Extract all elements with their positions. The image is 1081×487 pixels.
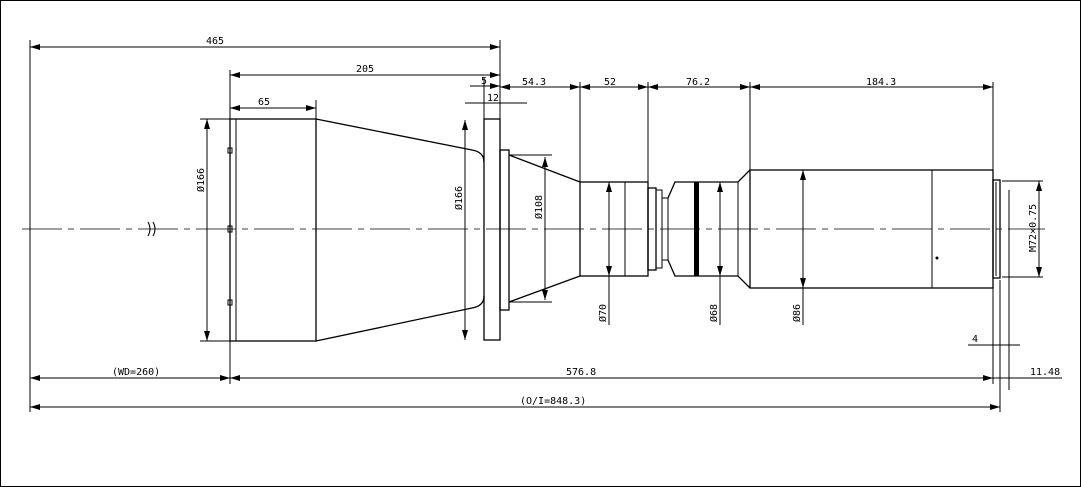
dim-11-48: 11.48 bbox=[1030, 367, 1060, 378]
dim-465: 465 bbox=[206, 36, 224, 47]
dimension-labels: 465 205 65 5 12 54.3 52 76.2 184.3 Ø166 … bbox=[112, 36, 1060, 407]
dim-54-3: 54.3 bbox=[522, 77, 546, 88]
dim-184-3: 184.3 bbox=[866, 77, 896, 88]
dim-cone-diameter: Ø108 bbox=[533, 195, 545, 219]
dim-barrel-diameter: Ø70 bbox=[597, 304, 609, 322]
dim-mid-diameter: Ø68 bbox=[708, 304, 720, 322]
dim-flange-diameter: Ø166 bbox=[453, 186, 465, 210]
dim-12: 12 bbox=[487, 93, 499, 104]
dim-rear-diameter: Ø86 bbox=[791, 304, 803, 322]
dim-576-8: 576.8 bbox=[566, 367, 596, 378]
dim-4: 4 bbox=[972, 334, 978, 345]
dim-76-2: 76.2 bbox=[686, 77, 710, 88]
dim-65: 65 bbox=[258, 97, 270, 108]
dimension-lines bbox=[30, 44, 1062, 410]
break-symbol bbox=[147, 221, 156, 237]
lens-body bbox=[227, 118, 1001, 342]
extension-lines bbox=[29, 40, 1010, 412]
dim-205: 205 bbox=[356, 64, 374, 75]
dim-front-diameter: Ø166 bbox=[195, 168, 207, 192]
dim-52: 52 bbox=[604, 77, 616, 88]
dim-5: 5 bbox=[481, 76, 487, 87]
dim-working-distance: (WD=260) bbox=[112, 367, 160, 378]
dim-thread: M72×0.75 bbox=[1028, 204, 1039, 252]
dim-object-to-image: (O/I=848.3) bbox=[520, 396, 586, 407]
